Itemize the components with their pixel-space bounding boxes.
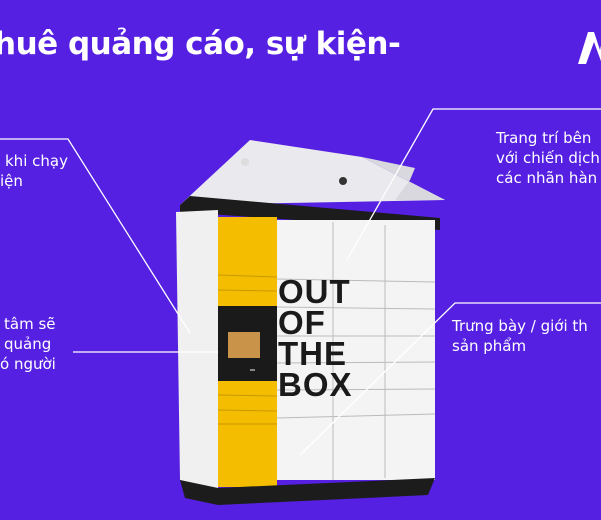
callout-text: Trưng bày / giới th <box>452 317 588 335</box>
callout-text: với chiến dịch <box>496 149 600 167</box>
canopy <box>180 140 445 205</box>
screen-display <box>228 332 260 358</box>
camera-icon <box>339 177 347 185</box>
locker-side-panel <box>176 210 218 490</box>
callout-right-mid: Trưng bày / giới th sản phẩm <box>452 316 588 356</box>
callout-text: các nhãn hàn <box>496 169 598 187</box>
panel-text-line: BOX <box>278 366 353 403</box>
callout-text: tâm sẽ <box>4 315 56 333</box>
callout-text: iện <box>0 172 23 190</box>
callout-line-left-top <box>0 138 191 334</box>
callout-line-right-top <box>346 108 601 261</box>
callout-text: ó người <box>0 355 56 373</box>
callout-text: sản phẩm <box>452 337 527 355</box>
panel-text-line: OF <box>278 304 326 341</box>
locker-panel-text: OUT OF THE BOX <box>278 273 353 403</box>
locker-base <box>180 478 435 505</box>
callout-text: Trang trí bên <box>496 129 592 147</box>
page-title: huê quảng cáo, sự kiện- <box>0 26 401 62</box>
panel-text-line: OUT <box>278 273 351 310</box>
callout-right-top: Trang trí bên với chiến dịch các nhãn hà… <box>496 128 600 188</box>
callout-text: quảng <box>4 335 52 353</box>
callout-left-top: khi chạy iện <box>0 151 68 191</box>
panel-text-line: THE <box>278 335 347 372</box>
callout-text: khi chạy <box>5 152 68 170</box>
locker-doors <box>277 220 435 480</box>
brand-logo <box>578 32 601 64</box>
callout-left-mid: tâm sẽ quảng ó người <box>0 314 56 374</box>
callout-line-right-mid <box>299 302 601 456</box>
camera-icon <box>241 158 249 166</box>
